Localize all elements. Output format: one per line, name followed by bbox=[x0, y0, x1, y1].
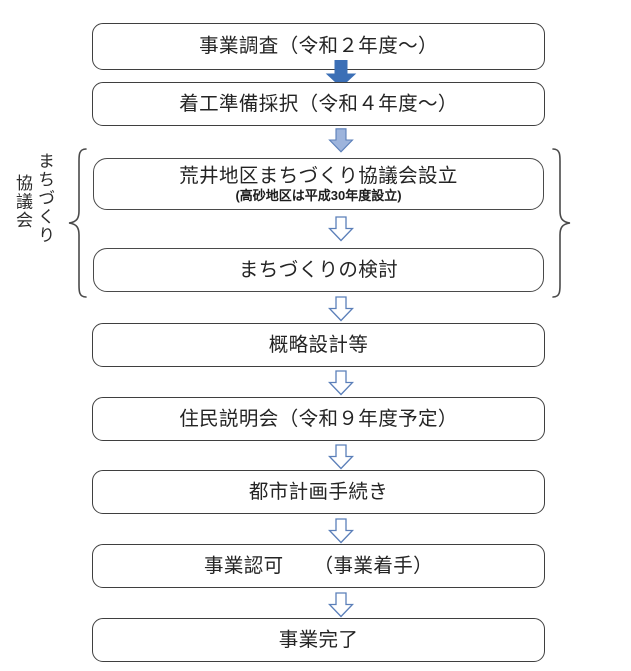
flow-node-label: 概略設計等 bbox=[268, 333, 369, 356]
down-arrow-icon bbox=[327, 518, 354, 544]
group-label-column-machizukuri: まちづくり bbox=[35, 152, 54, 245]
flow-node-label: 住民説明会（令和９年度予定） bbox=[179, 407, 458, 430]
flow-arrow-5 bbox=[326, 370, 356, 396]
group-right-brace bbox=[551, 147, 573, 299]
down-arrow-icon bbox=[327, 296, 354, 322]
flow-node-label: 都市計画手続き bbox=[248, 480, 389, 503]
group-label-column-kyogikai: 協議会 bbox=[13, 174, 32, 230]
left-curly-brace-icon bbox=[68, 148, 87, 298]
flow-node-jigyou-kanryou[interactable]: 事業完了 bbox=[92, 618, 545, 662]
flow-node-jigyou-ninka[interactable]: 事業認可 （事業着手） bbox=[92, 544, 545, 588]
flow-node-label: 事業完了 bbox=[278, 628, 359, 651]
flow-node-machizukuri-no-kentou[interactable]: まちづくりの検討 bbox=[93, 248, 544, 292]
flow-arrow-2 bbox=[326, 128, 356, 153]
down-arrow-icon bbox=[327, 370, 354, 396]
flow-node-juumin-setsumeikai[interactable]: 住民説明会（令和９年度予定） bbox=[92, 397, 545, 441]
down-arrow-icon bbox=[325, 60, 356, 88]
flow-node-chakkou-junbi-saitaku[interactable]: 着工準備採択（令和４年度～） bbox=[92, 82, 545, 126]
flow-arrow-6 bbox=[326, 444, 356, 470]
right-curly-brace-icon bbox=[552, 148, 571, 298]
flow-node-label: まちづくりの検討 bbox=[238, 258, 399, 281]
down-arrow-icon bbox=[327, 592, 354, 618]
flow-node-label: 着工準備採択（令和４年度～） bbox=[179, 92, 458, 115]
flow-node-gairyaku-sekkei[interactable]: 概略設計等 bbox=[92, 323, 545, 367]
flow-arrow-3 bbox=[326, 216, 356, 242]
group-left-brace bbox=[66, 147, 88, 299]
down-arrow-icon bbox=[327, 128, 354, 153]
flow-arrow-7 bbox=[326, 518, 356, 544]
flow-node-label: 事業調査（令和２年度～） bbox=[199, 35, 438, 57]
flow-node-jigyou-chousa[interactable]: 事業調査（令和２年度～） bbox=[92, 23, 545, 70]
flow-node-label: 事業認可 （事業着手） bbox=[203, 554, 434, 577]
flow-node-arai-chiku-kyogikai-setsuritsu[interactable]: 荒井地区まちづくり協議会設立 (高砂地区は平成30年度設立) bbox=[93, 158, 544, 210]
flow-arrow-8 bbox=[326, 592, 356, 618]
down-arrow-icon bbox=[327, 216, 354, 242]
flow-arrow-4 bbox=[326, 296, 356, 322]
flow-node-label: 荒井地区まちづくり協議会設立 bbox=[179, 164, 458, 187]
flow-arrow-1 bbox=[324, 60, 358, 88]
flow-node-toshi-keikaku-tetsuzuki[interactable]: 都市計画手続き bbox=[92, 470, 545, 514]
down-arrow-icon bbox=[327, 444, 354, 470]
flow-node-sublabel: (高砂地区は平成30年度設立) bbox=[235, 187, 402, 203]
group-vertical-label: 協議会 まちづくり bbox=[13, 152, 54, 245]
